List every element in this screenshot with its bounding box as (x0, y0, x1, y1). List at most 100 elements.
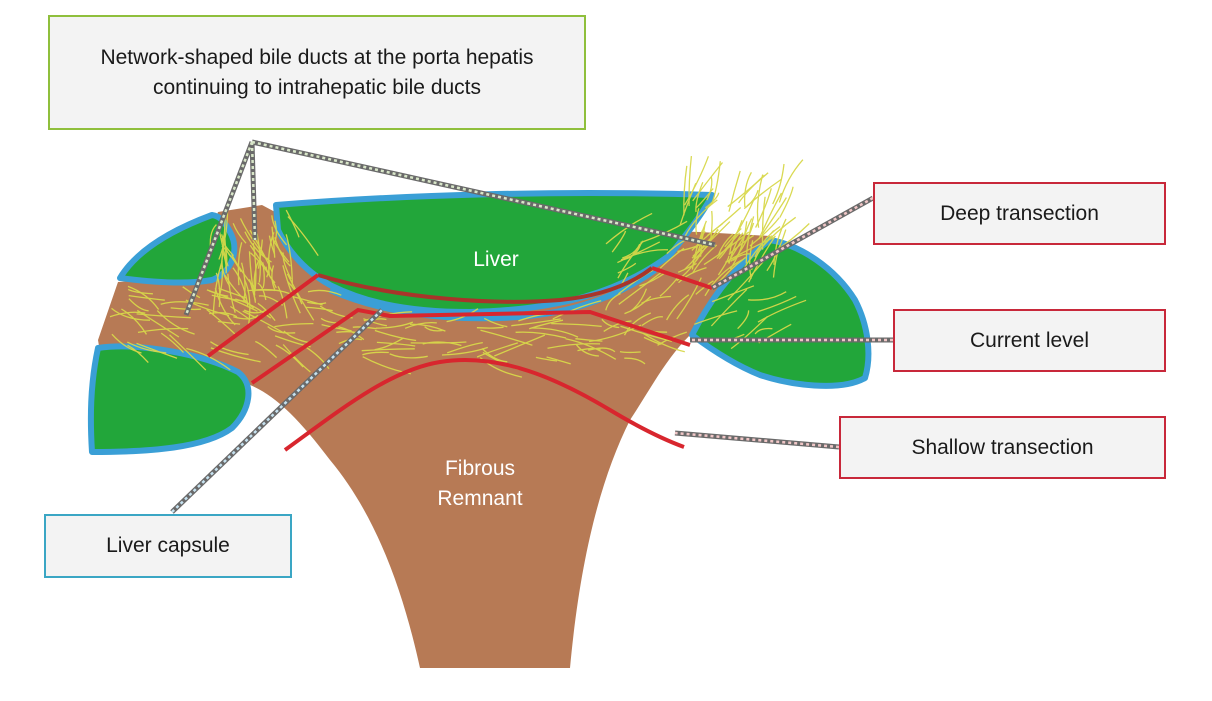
bile-duct-strand (409, 323, 446, 332)
bile-duct-strand (480, 329, 533, 346)
bile-duct-strand (249, 244, 269, 273)
bile-duct-strand (220, 234, 225, 270)
bile-duct-strand (243, 309, 266, 314)
bile-duct-strand (292, 295, 323, 306)
bile-duct-strand (711, 285, 755, 303)
bile-duct-strand (361, 348, 415, 352)
bile-duct-strand (659, 247, 685, 269)
bile-duct-strand (547, 343, 601, 349)
bile-duct-strand (160, 301, 209, 306)
deep-transection-side-left (206, 273, 320, 358)
bile-duct-strand (257, 302, 276, 322)
bile-duct-strand (248, 279, 257, 301)
transection-pointers (674, 195, 893, 450)
bile-duct-strand (772, 163, 785, 205)
bile-duct-strand (389, 353, 428, 359)
bile-duct-strand (137, 327, 189, 334)
bile-duct-strand (515, 331, 567, 339)
shallow-transection-line (283, 357, 685, 452)
bile-duct-strand (641, 316, 664, 327)
bile-duct-strand (623, 241, 643, 261)
bile-duct-strand (745, 216, 755, 264)
bile-duct-strand (535, 356, 558, 362)
bile-duct-strand (262, 262, 265, 288)
bile-duct-strand (424, 326, 443, 332)
bile-duct-strand (757, 299, 807, 323)
fibrous-remnant-label-line2: Remnant (437, 487, 523, 510)
bile-duct-strand (127, 288, 153, 295)
bile-duct-strand (692, 162, 724, 202)
bile-duct-strand (695, 188, 714, 209)
bile-duct-strand (282, 265, 301, 314)
bile-duct-strand (275, 344, 304, 368)
bile-duct-strand (217, 320, 241, 325)
bile-duct-strand (727, 235, 745, 263)
bile-duct-strand (235, 298, 272, 319)
fibrous-remnant-label: Fibrous Remnant (400, 454, 560, 514)
bile-duct-strand (605, 292, 621, 311)
bile-duct-strand (375, 321, 414, 329)
bile-duct-strand (727, 172, 769, 208)
bile-duct-strand (271, 237, 290, 263)
fibrous-remnant-shape (98, 205, 770, 668)
bile-duct-strand (710, 288, 748, 327)
bile-duct-strand (624, 357, 646, 365)
bile-duct-strand (551, 322, 602, 328)
bile-duct-strand (109, 311, 146, 318)
bile-duct-strand (271, 265, 276, 292)
bile-duct-strand (136, 342, 178, 359)
bile-duct-strand (676, 277, 702, 320)
bile-duct-strand (748, 291, 787, 301)
left-upper-liver-lobe (117, 212, 238, 286)
liver-capsule-callout: Liver capsule (44, 514, 292, 578)
bile-duct-strand (705, 192, 720, 209)
bile-duct-strand (169, 334, 207, 371)
bile-duct-strand (639, 272, 666, 287)
bile-duct-strand (232, 223, 247, 244)
bile-duct-strand (737, 310, 750, 330)
bile-duct-strand (749, 217, 780, 247)
bile-duct-strand (695, 208, 700, 235)
bile-duct-strand (761, 196, 766, 250)
bile-duct-strand (244, 279, 251, 326)
bile-duct-strand (666, 294, 690, 321)
bile-duct-strand (374, 329, 417, 342)
bile-duct-strand (618, 270, 663, 305)
bile-duct-strand (374, 337, 405, 351)
bile-duct-strand (740, 218, 753, 250)
bile-duct-strand (773, 218, 787, 265)
bile-duct-strand (762, 197, 787, 234)
bile-duct-strand (730, 253, 751, 262)
bile-duct-strand (257, 282, 267, 301)
bile-duct-strand (266, 257, 271, 278)
current-level-line (250, 307, 691, 385)
bile-duct-strand (758, 216, 797, 251)
bile-duct-strand (111, 307, 151, 321)
bile-duct-strand (224, 235, 227, 274)
bile-duct-strand (494, 334, 546, 357)
bile-duct-strand (620, 249, 669, 261)
bile-duct-strand (758, 192, 783, 240)
bile-duct-strand (127, 285, 160, 310)
bile-duct-strand (476, 342, 518, 358)
bile-duct-strand (757, 295, 797, 313)
bile-duct-strand (617, 262, 637, 274)
bile-duct-strand (128, 298, 149, 312)
bile-duct-strand (611, 230, 627, 253)
bile-duct-strand (271, 226, 276, 258)
bile-duct-strand (282, 344, 311, 373)
bile-duct-strand (111, 333, 142, 354)
bile-duct-strand (617, 241, 661, 264)
left-lower-liver-lobe (87, 343, 252, 455)
bile-duct-strand (446, 308, 479, 323)
bile-duct-strand (362, 351, 389, 356)
bile-duct-strand (247, 289, 281, 292)
bile-duct-strand (441, 346, 489, 356)
bile-duct-strand (728, 170, 741, 212)
bile-duct-strand (717, 233, 734, 255)
bile-duct-strand (684, 156, 710, 206)
bile-duct-strand (622, 243, 641, 259)
deep-transection-callout: Deep transection (873, 182, 1166, 245)
bile-duct-strand (565, 338, 617, 360)
